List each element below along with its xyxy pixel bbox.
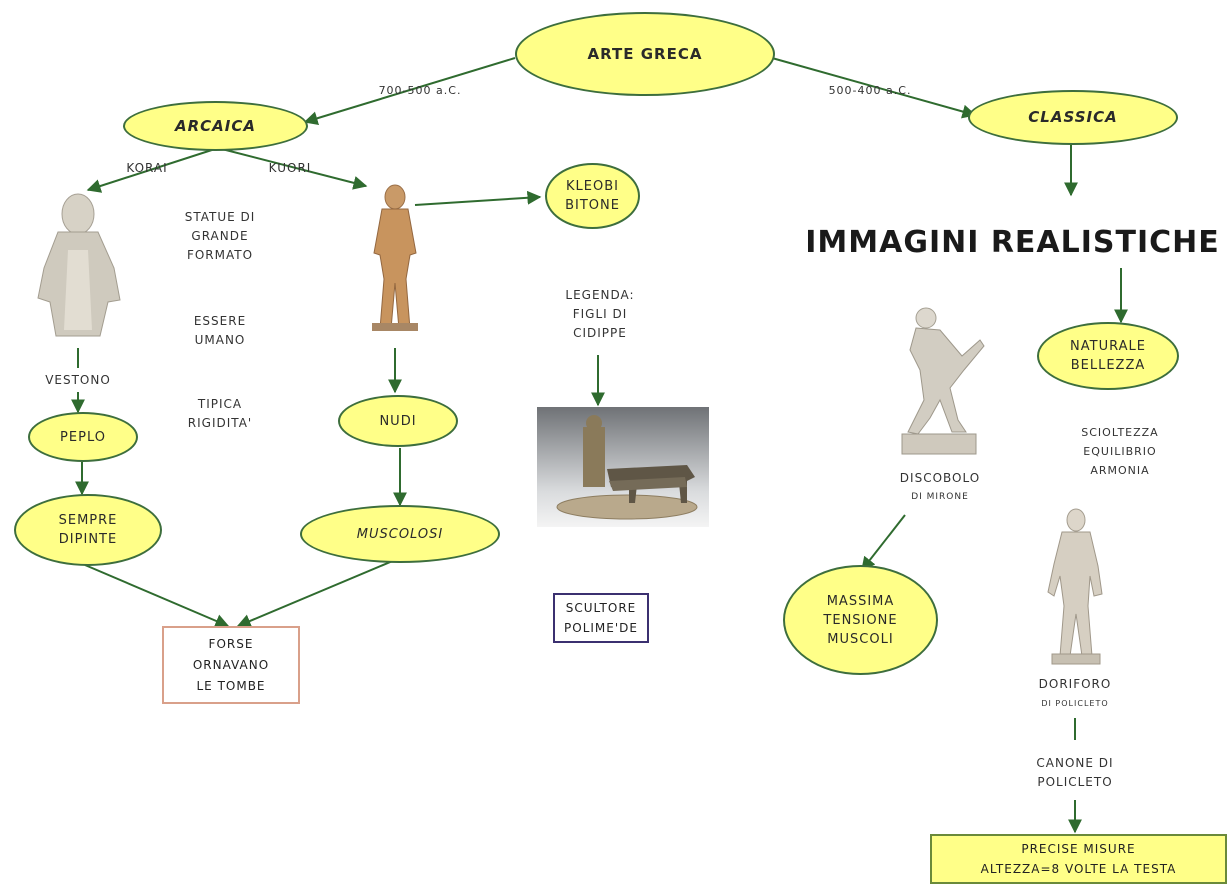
arrow-root-classica <box>771 57 977 119</box>
qualities-scioltezza-equilibrio-armonia: SCIOLTEZZA EQUILIBRIO ARMONIA <box>1081 425 1159 477</box>
discobolo-caption-name: DISCOBOLO <box>899 470 981 485</box>
arrow-arcaica-kuori <box>217 147 368 190</box>
doriforo-statue-image <box>1047 508 1103 665</box>
doriforo-caption-name: DORIFORO <box>1038 676 1112 691</box>
period-label-classic: 500-400 a.C. <box>828 83 912 97</box>
legenda-figli-cidippe: LEGENDA: FIGLI DI CIDIPPE <box>565 287 635 340</box>
root-node-arte-greca: ARTE GRECA <box>515 12 775 96</box>
node-arcaica: ARCAICA <box>123 101 308 151</box>
box-forse-ornavano-le-tombe: FORSE ORNAVANO LE TOMBE <box>162 626 300 704</box>
period-label-archaic: 700-500 a.C. <box>378 83 462 97</box>
arrow-discobolo-tensione <box>861 514 906 572</box>
node-canone-di-policleto: CANONE DI POLICLETO <box>1036 756 1114 789</box>
node-kleobi-bitone: KLEOBI BITONE <box>545 163 640 229</box>
node-peplo: PEPLO <box>28 412 138 462</box>
arrow-root-arcaica <box>303 57 516 126</box>
arrow-arcaica-korai <box>86 147 219 193</box>
node-naturale-bellezza: NATURALE BELLEZZA <box>1037 322 1179 390</box>
doriforo-caption-author: DI POLICLETO <box>1041 698 1109 708</box>
box-scultore-polimede: SCULTORE POLIME'DE <box>553 593 649 643</box>
node-vestono: VESTONO <box>45 372 111 387</box>
feature-essere-umano: ESSERE UMANO <box>193 314 247 347</box>
arrow-kouros-kleobi <box>414 190 542 206</box>
box-precise-misure: PRECISE MISURE ALTEZZA=8 VOLTE LA TESTA <box>930 834 1227 884</box>
arrow-muscolosi-tombe <box>236 559 396 628</box>
label-korai: KORAI <box>126 160 168 175</box>
node-classica: CLASSICA <box>968 90 1178 145</box>
arrow-dipinte-tombe <box>84 564 230 628</box>
discobolo-statue-image <box>901 307 985 455</box>
headline-immagini-realistiche: IMMAGINI REALISTICHE <box>805 224 1220 260</box>
kore-statue-image <box>37 193 121 337</box>
kleobi-bitone-group-image <box>537 407 709 527</box>
feature-tipica-rigidita: TIPICA RIGIDITA' <box>187 397 253 430</box>
node-sempre-dipinte: SEMPRE DIPINTE <box>14 494 162 566</box>
discobolo-caption-author: DI MIRONE <box>911 491 969 502</box>
feature-grande-formato: STATUE DI GRANDE FORMATO <box>184 209 256 262</box>
label-kuori: KUORI <box>268 160 312 175</box>
node-nudi: NUDI <box>338 395 458 447</box>
kouros-statue-image <box>372 184 418 331</box>
node-muscolosi: MUSCOLOSI <box>300 505 500 563</box>
node-massima-tensione-muscoli: MASSIMA TENSIONE MUSCOLI <box>783 565 938 675</box>
